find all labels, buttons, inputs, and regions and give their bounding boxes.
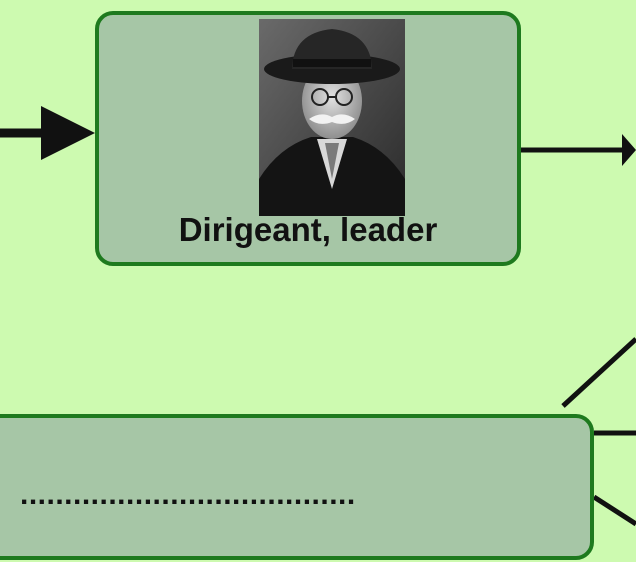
leader-node: Dirigeant, leader — [95, 11, 521, 266]
portrait-photo — [259, 19, 405, 216]
outgoing-arrow-head — [622, 134, 636, 166]
placeholder-node: ...................................... — [0, 414, 594, 560]
blank-connector-up — [561, 337, 636, 408]
dotted-placeholder-text: ...................................... — [20, 478, 356, 511]
leader-label: Dirigeant, leader — [178, 211, 438, 248]
blank-connector-down — [592, 494, 636, 527]
portrait-image — [259, 19, 405, 216]
